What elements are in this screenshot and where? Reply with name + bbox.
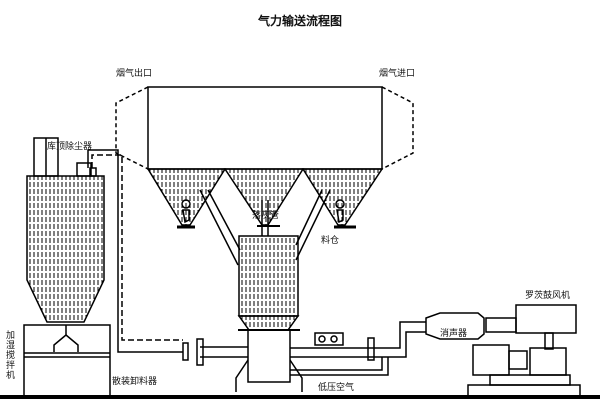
silencer (425, 312, 485, 340)
pump-body (247, 329, 291, 383)
roots-blower (515, 304, 577, 334)
label-silo-dust-collector: 库顶除尘器 (47, 142, 93, 152)
conveying-pipe (91, 154, 183, 341)
label-flue-outlet: 烟气出口 (116, 69, 153, 79)
label-humidifying-mixer: 加湿搅拌机 (4, 330, 14, 380)
ash-bin (238, 235, 299, 317)
label-hopper: 料仓 (321, 236, 340, 246)
label-flue-inlet: 烟气进口 (379, 69, 416, 79)
label-low-pressure-air: 低压空气 (318, 383, 355, 393)
label-bulk-unloader: 散装卸料器 (112, 377, 158, 387)
label-roots-blower: 罗茨鼓风机 (525, 291, 571, 301)
ash-silo (26, 175, 105, 323)
diagram-title: 气力输送流程图 (257, 14, 342, 28)
label-drop-pipe: 落灰管 (252, 211, 280, 221)
flue-outlet-duct (115, 86, 149, 170)
label-silencer: 消声器 (440, 329, 468, 339)
precipitator-body (147, 86, 383, 170)
flue-inlet-duct (381, 86, 414, 170)
